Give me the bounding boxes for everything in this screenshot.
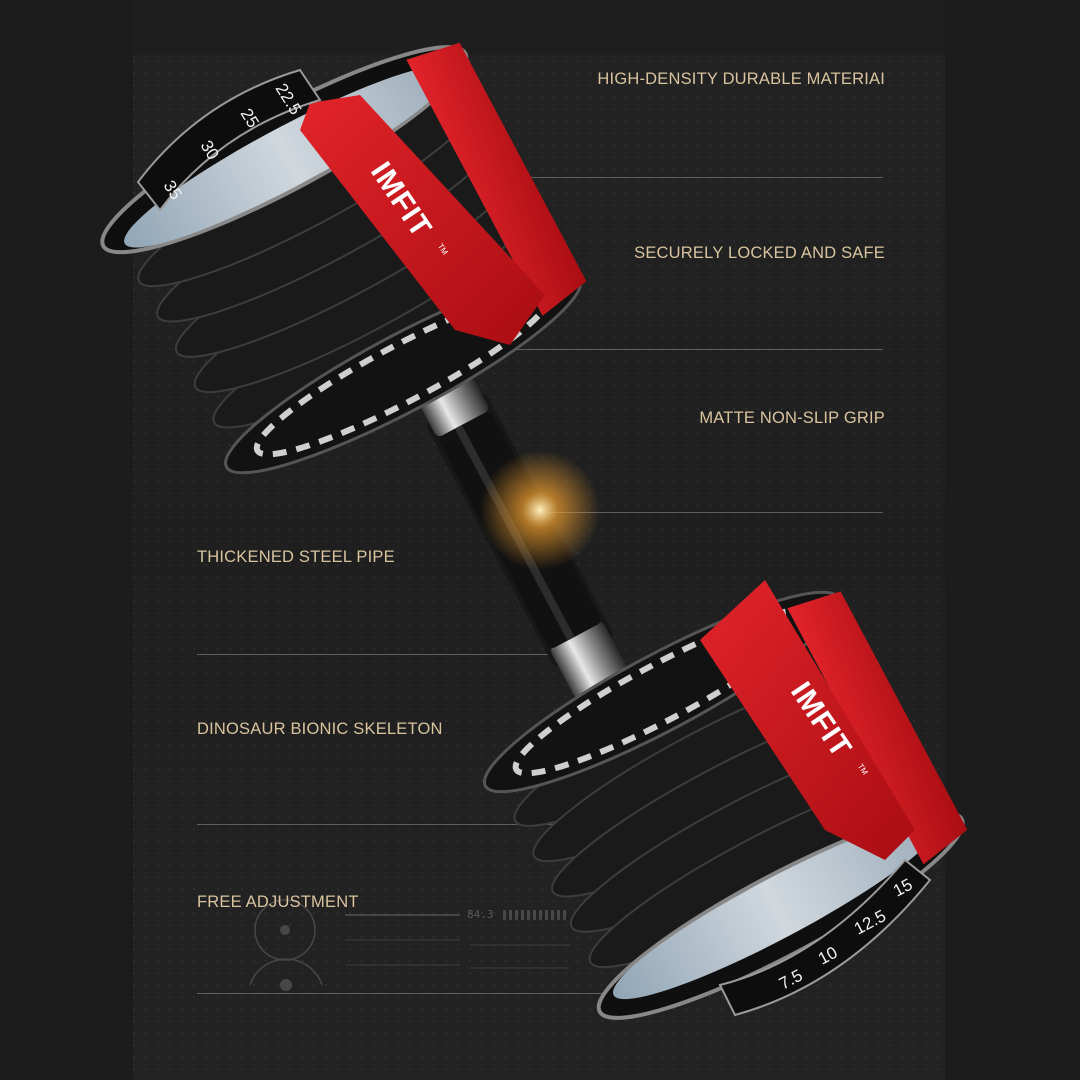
- callout-line-grip: [537, 512, 883, 513]
- hud-arc-icon: [249, 958, 323, 986]
- light-flare: [480, 450, 600, 570]
- feature-label-durable-material: HIGH-DENSITY DURABLE MATERIAI: [597, 70, 885, 88]
- feature-label-free-adjustment: FREE ADJUSTMENT: [197, 893, 359, 911]
- right-margin-band: [945, 0, 1078, 1080]
- top-red-cradle: [300, 95, 545, 345]
- left-margin-band: [0, 0, 133, 1080]
- callout-line-adjustment: [197, 993, 712, 994]
- bottom-red-cradle: [700, 580, 915, 860]
- callout-line-durable: [437, 177, 883, 178]
- feature-label-locked-safe: SECURELY LOCKED AND SAFE: [634, 244, 885, 262]
- callout-line-locked: [505, 349, 883, 350]
- callout-line-pipe: [197, 654, 572, 655]
- top-weight-assembly: [100, 42, 587, 475]
- feature-label-bionic-skeleton: DINOSAUR BIONIC SKELETON: [197, 720, 443, 738]
- bottom-weight-assembly: [482, 590, 968, 1020]
- hud-readout: 84.3: [467, 908, 494, 921]
- feature-label-non-slip-grip: MATTE NON-SLIP GRIP: [699, 409, 885, 427]
- top-band: [133, 0, 945, 55]
- hud-gauge-icon: [254, 899, 316, 961]
- hud-decoration: 84.3: [249, 899, 570, 991]
- feature-label-steel-pipe: THICKENED STEEL PIPE: [197, 548, 395, 566]
- callout-line-skeleton: [197, 824, 707, 825]
